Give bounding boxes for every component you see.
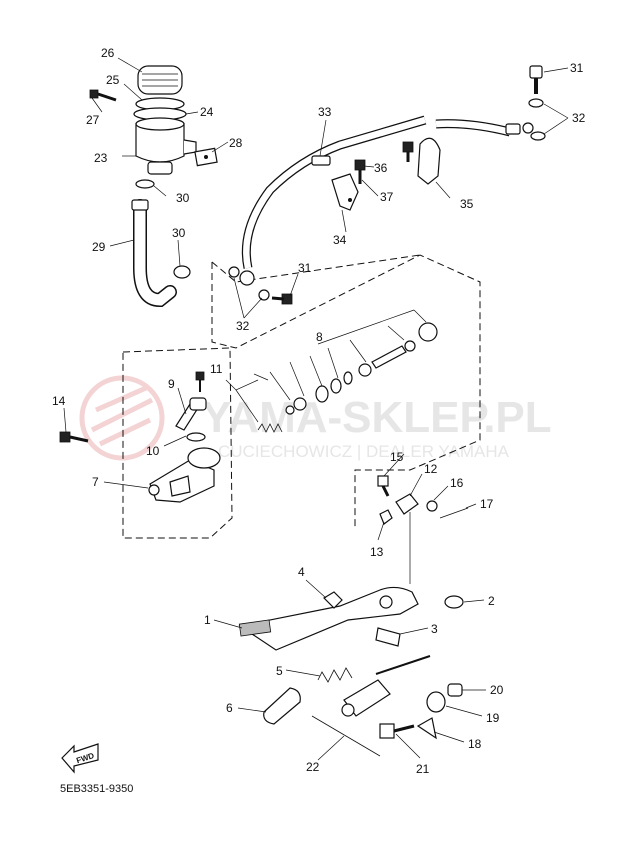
callout-27: 27 — [86, 113, 100, 127]
hose-bolt-upper — [529, 65, 543, 94]
cover-6 — [263, 687, 301, 725]
callout-11: 11 — [210, 362, 223, 376]
master-cylinder — [148, 447, 221, 503]
reservoir-bolt — [89, 89, 117, 102]
callout-5: 5 — [276, 664, 283, 678]
callout-4: 4 — [298, 565, 305, 579]
clevis-12 — [395, 493, 419, 515]
callout-32-lower: 32 — [236, 319, 250, 333]
screw-11 — [195, 371, 205, 392]
washer-16 — [426, 500, 438, 512]
callout-9: 9 — [168, 377, 175, 391]
assembly-outline-master-cylinder — [122, 347, 233, 539]
callout-30-lower: 30 — [172, 226, 186, 240]
hose-clip-upper — [135, 179, 155, 189]
callout-28: 28 — [229, 136, 243, 150]
callout-35: 35 — [460, 197, 474, 211]
hose-holder — [331, 173, 359, 211]
callout-1: 1 — [204, 613, 211, 627]
bolt-21 — [379, 723, 415, 739]
rod-22 — [311, 715, 381, 757]
callout-6: 6 — [226, 701, 233, 715]
callout-3: 3 — [431, 622, 438, 636]
callout-26: 26 — [101, 46, 115, 60]
callout-29: 29 — [92, 240, 106, 254]
cotter-pin-17 — [439, 507, 469, 519]
fwd-arrow: FWD — [61, 743, 99, 774]
watermark-logo — [79, 375, 165, 461]
grommet-19 — [426, 691, 446, 713]
watermark: YAMA-SKLEP.PL CUCIECHOWICZ | DEALER YAMA… — [79, 375, 552, 461]
callout-36: 36 — [374, 161, 388, 175]
cap-20 — [447, 683, 463, 697]
switch-body — [341, 679, 391, 717]
callout-32-upper: 32 — [572, 111, 586, 125]
callout-31-upper: 31 — [570, 61, 584, 75]
bracket-18 — [416, 717, 437, 740]
holder-bolt-36 — [402, 141, 414, 162]
hose-bolt-lower — [271, 293, 293, 305]
callout-24: 24 — [200, 105, 214, 119]
callout-17: 17 — [480, 497, 494, 511]
callout-34: 34 — [333, 233, 347, 247]
callout-21: 21 — [416, 762, 430, 776]
holder-bolt-37 — [354, 159, 366, 184]
cylinder-kit-parts — [257, 322, 438, 433]
callout-23: 23 — [94, 151, 108, 165]
watermark-sub-text: CUCIECHOWICZ | DEALER YAMAHA — [218, 442, 510, 461]
callout-19: 19 — [486, 711, 500, 725]
washers-upper — [528, 98, 546, 141]
callout-12: 12 — [424, 462, 438, 476]
assembly-outline-parts-8 — [211, 254, 481, 530]
callout-22: 22 — [306, 760, 320, 774]
reservoir-bracket — [194, 147, 218, 167]
o-ring-10 — [186, 432, 206, 442]
pushrod-22-rod — [375, 655, 431, 675]
callout-13: 13 — [370, 545, 384, 559]
callout-7: 7 — [92, 475, 99, 489]
washers-lower — [228, 266, 270, 301]
callout-2: 2 — [488, 594, 495, 608]
hose-clamp — [417, 137, 441, 185]
bolt-3 — [375, 627, 401, 647]
reservoir-hose — [131, 199, 177, 308]
callout-20: 20 — [490, 683, 504, 697]
callout-8: 8 — [316, 330, 323, 344]
reservoir-cap — [137, 65, 183, 95]
callout-30-upper: 30 — [176, 191, 190, 205]
brake-pedal — [238, 586, 419, 651]
spring-5 — [317, 667, 353, 683]
callout-37: 37 — [380, 190, 394, 204]
callout-16: 16 — [450, 476, 464, 490]
pin-15 — [377, 475, 390, 497]
brake-hose — [239, 115, 534, 286]
reservoir-body — [135, 117, 197, 175]
diagram-code: 5EB3351-9350 — [60, 783, 133, 795]
callout-10: 10 — [146, 444, 160, 458]
callout-25: 25 — [106, 73, 120, 87]
nut-13 — [379, 509, 393, 525]
hose-clip-lower — [173, 265, 191, 279]
washer-2 — [444, 595, 464, 609]
callout-14: 14 — [52, 394, 66, 408]
callout-18: 18 — [468, 737, 482, 751]
callout-labels: 26 25 24 27 28 23 30 29 30 33 31 32 36 3… — [52, 46, 586, 776]
watermark-main-text: YAMA-SKLEP.PL — [202, 393, 552, 442]
callout-15: 15 — [390, 450, 404, 464]
leader-lines — [63, 57, 569, 761]
callout-31-lower: 31 — [298, 261, 312, 275]
bolt-14 — [59, 431, 89, 443]
callout-33: 33 — [318, 105, 332, 119]
pedal-nut-4 — [323, 591, 343, 609]
